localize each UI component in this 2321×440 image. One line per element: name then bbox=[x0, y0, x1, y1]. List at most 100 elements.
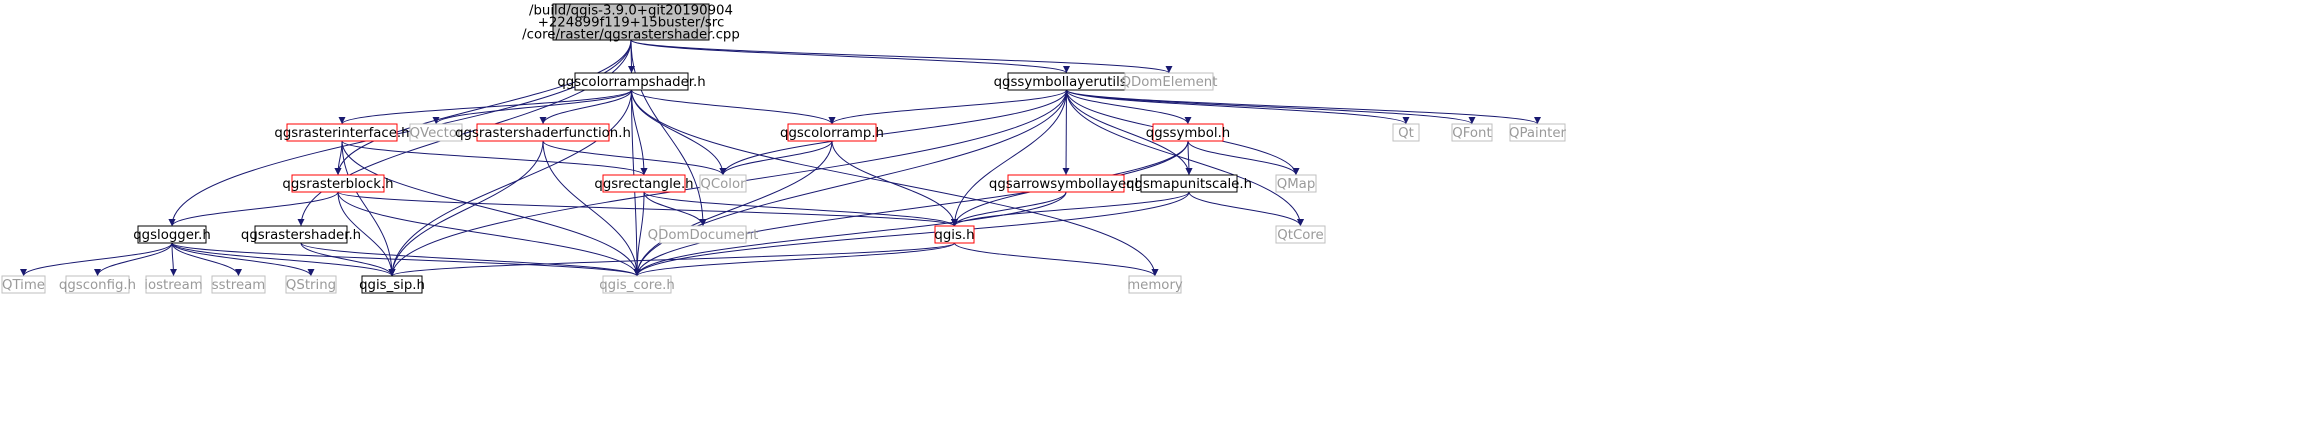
node-qgscolorrampshader-label: qgscolorrampshader.h bbox=[557, 75, 705, 90]
node-qgsrasterblock[interactable]: qgsrasterblock.h bbox=[282, 174, 394, 193]
node-qgssymbol-label: qgssymbol.h bbox=[1146, 126, 1230, 141]
node-qtcore-box bbox=[1275, 225, 1326, 244]
edge-qgssymbollayerutils-to-qcolor bbox=[719, 89, 1067, 176]
node-sstream-box bbox=[211, 275, 266, 294]
edge-qgssymbollayerutils-to-qgis_core bbox=[633, 89, 1067, 277]
edge-qgsmapunitscale-to-qgis_core bbox=[633, 191, 1190, 277]
edge-qgscolorrampshader-to-qgsrasterinterface bbox=[338, 89, 632, 125]
edge-qgscolorramp-to-qgis bbox=[831, 140, 958, 227]
node-sstream-label: sstream bbox=[212, 278, 266, 293]
node-qgsarrowsymbollayer-box bbox=[1007, 174, 1125, 193]
edge-qgsrasterblock-to-qgslogger bbox=[168, 191, 339, 227]
edge-qgscolorramp-to-qcolor bbox=[719, 140, 833, 176]
node-qfont: QFont bbox=[1451, 123, 1493, 142]
node-qgis_core-label: qgis_core.h bbox=[599, 278, 675, 293]
node-qgsrectangle-label: qgsrectangle.h bbox=[594, 177, 693, 192]
edge-qgssymbol-to-qmap bbox=[1187, 140, 1300, 176]
edge-qgis-to-qgis_sip bbox=[388, 242, 955, 277]
node-qgis_core: qgis_core.h bbox=[599, 275, 675, 294]
edge-qgssymbol-to-qgis_core bbox=[633, 140, 1189, 277]
node-qcolor: QColor bbox=[699, 174, 747, 193]
node-qstring-label: QString bbox=[286, 278, 336, 293]
edge-qgsrastershader-to-qgis_core bbox=[300, 242, 641, 277]
edge-qgsrastershaderfunction-to-qgis_core bbox=[542, 140, 641, 277]
node-qgscolorrampshader[interactable]: qgscolorrampshader.h bbox=[557, 72, 706, 91]
node-qgslogger-label: qgslogger.h bbox=[133, 228, 211, 243]
edge-qgscolorrampshader-to-qcolor bbox=[631, 89, 727, 176]
edge-qgssymbollayerutils-to-qpainter bbox=[1066, 89, 1541, 125]
node-qgis-box bbox=[934, 225, 975, 244]
node-qtcore-label: QtCore bbox=[1277, 228, 1323, 243]
node-qgsrasterblock-label: qgsrasterblock.h bbox=[282, 177, 393, 192]
edge-qgscolorrampshader-to-qvector bbox=[432, 89, 632, 125]
node-qgsrastershaderfunction[interactable]: qgsrastershaderfunction.h bbox=[455, 123, 631, 142]
node-qpainter: QPainter bbox=[1509, 123, 1567, 142]
node-qgis[interactable]: qgis.h bbox=[934, 225, 975, 244]
edge-qgsrasterinterface-to-qgsrasterblock bbox=[334, 140, 343, 176]
node-memory-label: memory bbox=[1127, 278, 1183, 293]
edge-root-to-qgslogger bbox=[168, 39, 632, 227]
edge-qgssymbollayerutils-to-qt bbox=[1066, 89, 1410, 125]
node-qgssymbollayerutils[interactable]: qgssymbollayerutils.h bbox=[994, 72, 1140, 91]
node-qdomelement-box bbox=[1124, 72, 1214, 91]
node-qvector-label: QVector bbox=[410, 126, 463, 141]
node-memory: memory bbox=[1127, 275, 1183, 294]
edge-qgslogger-to-qstring bbox=[171, 242, 315, 277]
node-qgssymbol[interactable]: qgssymbol.h bbox=[1146, 123, 1230, 142]
node-qgsconfig-box bbox=[65, 275, 130, 294]
node-qgsconfig-label: qgsconfig.h bbox=[59, 278, 136, 293]
node-qgsrasterinterface-label: qgsrasterinterface.h bbox=[274, 126, 409, 141]
node-qgsrasterinterface-box bbox=[286, 123, 398, 142]
node-qtime: QTime bbox=[1, 275, 46, 294]
edge-qgsrastershaderfunction-to-qcolor bbox=[542, 140, 727, 176]
edge-qgscolorrampshader-to-qgscolorramp bbox=[631, 89, 836, 125]
node-qstring-box bbox=[285, 275, 337, 294]
node-qgsmapunitscale[interactable]: qgsmapunitscale.h bbox=[1126, 174, 1252, 193]
node-qfont-box bbox=[1451, 123, 1493, 142]
edge-qgsrectangle-to-qgis bbox=[643, 191, 958, 227]
node-qgscolorramp-box bbox=[787, 123, 877, 142]
node-qgsrastershader[interactable]: qgsrastershader.h bbox=[241, 225, 361, 244]
node-qdomdocument-label: QDomDocument bbox=[648, 228, 759, 243]
node-root-box bbox=[552, 3, 710, 41]
edge-qgslogger-to-qgis_core bbox=[171, 242, 641, 277]
node-memory-box bbox=[1128, 275, 1182, 294]
edge-qgsmapunitscale-to-qtcore bbox=[1188, 191, 1304, 227]
node-qgscolorramp[interactable]: qgscolorramp.h bbox=[780, 123, 884, 142]
node-qgsrastershader-label: qgsrastershader.h bbox=[241, 228, 361, 243]
edge-qgsmapunitscale-to-qgis bbox=[951, 191, 1190, 227]
node-qgslogger[interactable]: qgslogger.h bbox=[133, 225, 211, 244]
edge-qgis-to-qgis_core bbox=[633, 242, 955, 277]
node-qgsrectangle[interactable]: qgsrectangle.h bbox=[594, 174, 694, 193]
node-qgsarrowsymbollayer[interactable]: qgsarrowsymbollayer.h bbox=[989, 174, 1143, 193]
node-qvector-box bbox=[409, 123, 463, 142]
node-qmap-box bbox=[1275, 174, 1317, 193]
node-qtime-box bbox=[1, 275, 46, 294]
node-qtcore: QtCore bbox=[1275, 225, 1326, 244]
node-qpainter-label: QPainter bbox=[1509, 126, 1567, 141]
node-iostream-box bbox=[145, 275, 202, 294]
node-root-label: +224899f119+15buster/src bbox=[538, 16, 725, 31]
edge-qgslogger-to-qgsconfig bbox=[94, 242, 173, 277]
node-qdomdocument-box bbox=[659, 225, 747, 244]
edge-qgssymbollayerutils-to-qgsmapunitscale bbox=[1066, 89, 1193, 176]
node-qcolor-label: QColor bbox=[700, 177, 746, 192]
edge-qgssymbol-to-qgsmapunitscale bbox=[1185, 140, 1193, 176]
node-qgsmapunitscale-box bbox=[1140, 174, 1238, 193]
edge-root-to-qgsrastershader bbox=[297, 39, 632, 227]
node-qfont-label: QFont bbox=[1452, 126, 1491, 141]
node-qvector: QVector bbox=[409, 123, 463, 142]
edge-qgscolorramp-to-qgis_core bbox=[633, 140, 833, 277]
edge-qgssymbollayerutils-to-qgssymbol bbox=[1066, 89, 1192, 125]
edge-qgsrastershaderfunction-to-qgis_sip bbox=[388, 140, 544, 277]
node-root-label: /core/raster/qgsrastershader.cpp bbox=[522, 28, 740, 43]
node-qpainter-box bbox=[1509, 123, 1566, 142]
node-qgis_sip[interactable]: qgis_sip.h bbox=[359, 275, 425, 294]
node-qtime-label: QTime bbox=[2, 278, 45, 293]
node-root[interactable]: /build/qgis-3.9.0+git20190904+224899f119… bbox=[522, 3, 740, 43]
edge-qgssymbollayerutils-to-qtcore bbox=[1066, 89, 1304, 227]
node-qgsrastershaderfunction-label: qgsrastershaderfunction.h bbox=[455, 126, 631, 141]
node-iostream: iostream bbox=[144, 275, 203, 294]
node-qgsrasterinterface[interactable]: qgsrasterinterface.h bbox=[274, 123, 410, 142]
